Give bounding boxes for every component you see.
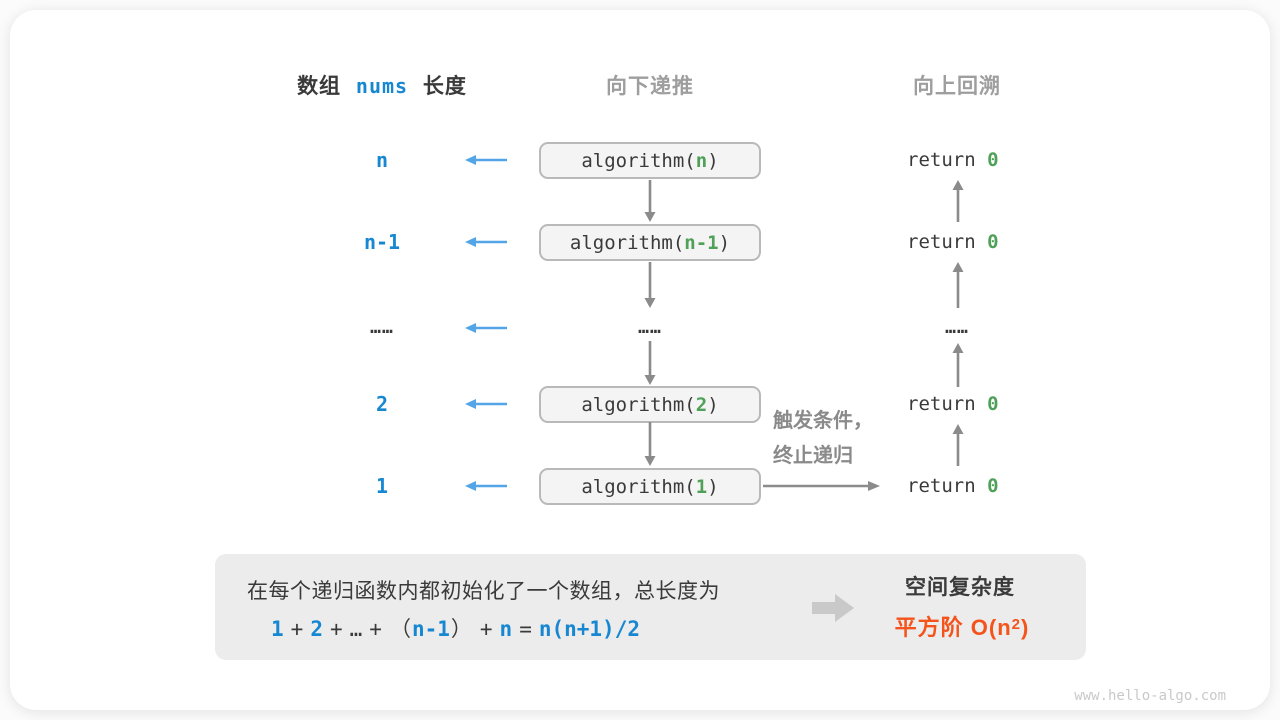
implies-arrow	[812, 594, 854, 622]
backtrack-up-arrow-2	[952, 262, 964, 308]
return-statement-4: return 0	[907, 474, 999, 498]
func-text-close: )	[718, 231, 731, 254]
return-statement-2: return 0	[907, 230, 999, 254]
recurse-down-arrow-1	[644, 180, 656, 222]
formula-term: n	[499, 617, 513, 641]
recurse-down-arrow-4	[644, 422, 656, 466]
func-text: algorithm(	[569, 231, 685, 254]
space-complexity-value: 平方阶 O(n2)	[849, 610, 1075, 642]
algorithm-box-1: algorithm(1)	[539, 468, 761, 505]
row-label-n: n	[375, 148, 389, 172]
backtrack-up-arrow-3	[952, 343, 964, 387]
header-array-length-post: 长度	[422, 75, 467, 98]
row-label-ellipsis: ……	[370, 317, 394, 338]
length-pointer-arrow-2	[465, 237, 507, 247]
backtrack-ellipsis: ……	[945, 317, 969, 338]
recurse-ellipsis: ……	[638, 317, 662, 338]
return-keyword: return	[907, 231, 988, 253]
summary-box: 在每个递归函数内都初始化了一个数组，总长度为 1+2+…+（n-1）+n=n(n…	[215, 554, 1086, 660]
length-pointer-arrow-3	[465, 323, 507, 333]
terminate-arrow	[763, 481, 880, 491]
backtrack-up-arrow-1	[952, 180, 964, 222]
trigger-note-line2: 终止递归	[773, 445, 853, 467]
func-text-close: )	[707, 393, 719, 416]
func-text: algorithm(	[581, 393, 696, 416]
length-pointer-arrow-4	[465, 399, 507, 409]
summary-text: 在每个递归函数内都初始化了一个数组，总长度为	[247, 580, 720, 603]
row-label-n-1: n-1	[363, 230, 401, 254]
func-param: n	[695, 149, 708, 172]
algorithm-box-n-1: algorithm(n-1)	[539, 224, 761, 261]
complexity-order-pre: 平方阶 O(n	[894, 615, 1012, 640]
func-param: 2	[695, 393, 708, 416]
formula-result: n(n+1)/2	[538, 617, 640, 641]
formula-term: n-1	[411, 617, 450, 641]
formula-paren-left: （	[389, 617, 411, 641]
formula-operator: +	[329, 617, 343, 641]
func-text: algorithm(	[581, 149, 696, 172]
row-label-2: 2	[375, 392, 389, 416]
header-array-length: 数组 nums 长度	[282, 70, 482, 100]
func-param: n-1	[684, 231, 719, 254]
formula-term: 1	[271, 617, 284, 641]
complexity-order-post: )	[1021, 615, 1030, 640]
algorithm-box-2: algorithm(2)	[539, 386, 761, 423]
formula-operator: +	[290, 617, 304, 641]
backtrack-up-arrow-4	[952, 424, 964, 466]
func-text-close: )	[707, 475, 719, 498]
return-keyword: return	[907, 393, 988, 415]
return-keyword: return	[907, 149, 988, 171]
formula-paren-right: ）	[450, 617, 472, 641]
recurse-down-arrow-3	[644, 341, 656, 385]
formula-term: 2	[310, 617, 323, 641]
length-pointer-arrow-1	[465, 155, 507, 165]
length-pointer-arrow-5	[465, 481, 507, 491]
func-param: 1	[695, 475, 708, 498]
space-complexity-title: 空间复杂度	[905, 576, 1015, 599]
header-array-length-pre: 数组	[297, 75, 342, 98]
return-keyword: return	[907, 475, 988, 497]
nums-code-label: nums	[355, 74, 409, 98]
formula-operator: +	[479, 617, 493, 641]
trigger-note-line1: 触发条件，	[773, 410, 873, 432]
summary-formula: 1+2+…+（n-1）+n=n(n+1)/2	[271, 613, 640, 643]
formula-ellipsis: …	[349, 617, 363, 641]
formula-equals: =	[519, 617, 532, 641]
formula-operator: +	[369, 617, 382, 641]
header-backtrack-up: 向上回溯	[913, 75, 1001, 98]
trigger-note: 触发条件， 终止递归	[773, 404, 873, 474]
recurse-down-arrow-2	[644, 262, 656, 308]
row-label-1: 1	[375, 474, 389, 498]
return-statement-1: return 0	[907, 148, 999, 172]
header-recurse-down: 向下递推	[606, 75, 694, 98]
complexity-exponent: 2	[1011, 616, 1021, 633]
watermark: www.hello-algo.com	[1074, 688, 1226, 704]
return-value: 0	[987, 231, 999, 253]
func-text: algorithm(	[581, 475, 696, 498]
return-value: 0	[987, 149, 999, 171]
return-value: 0	[987, 475, 999, 497]
return-value: 0	[987, 393, 999, 415]
diagram-card: 数组 nums 长度 向下递推 向上回溯 n algorithm(n) retu…	[10, 10, 1270, 710]
return-statement-3: return 0	[907, 392, 999, 416]
algorithm-box-n: algorithm(n)	[539, 142, 761, 179]
func-text-close: )	[707, 149, 719, 172]
